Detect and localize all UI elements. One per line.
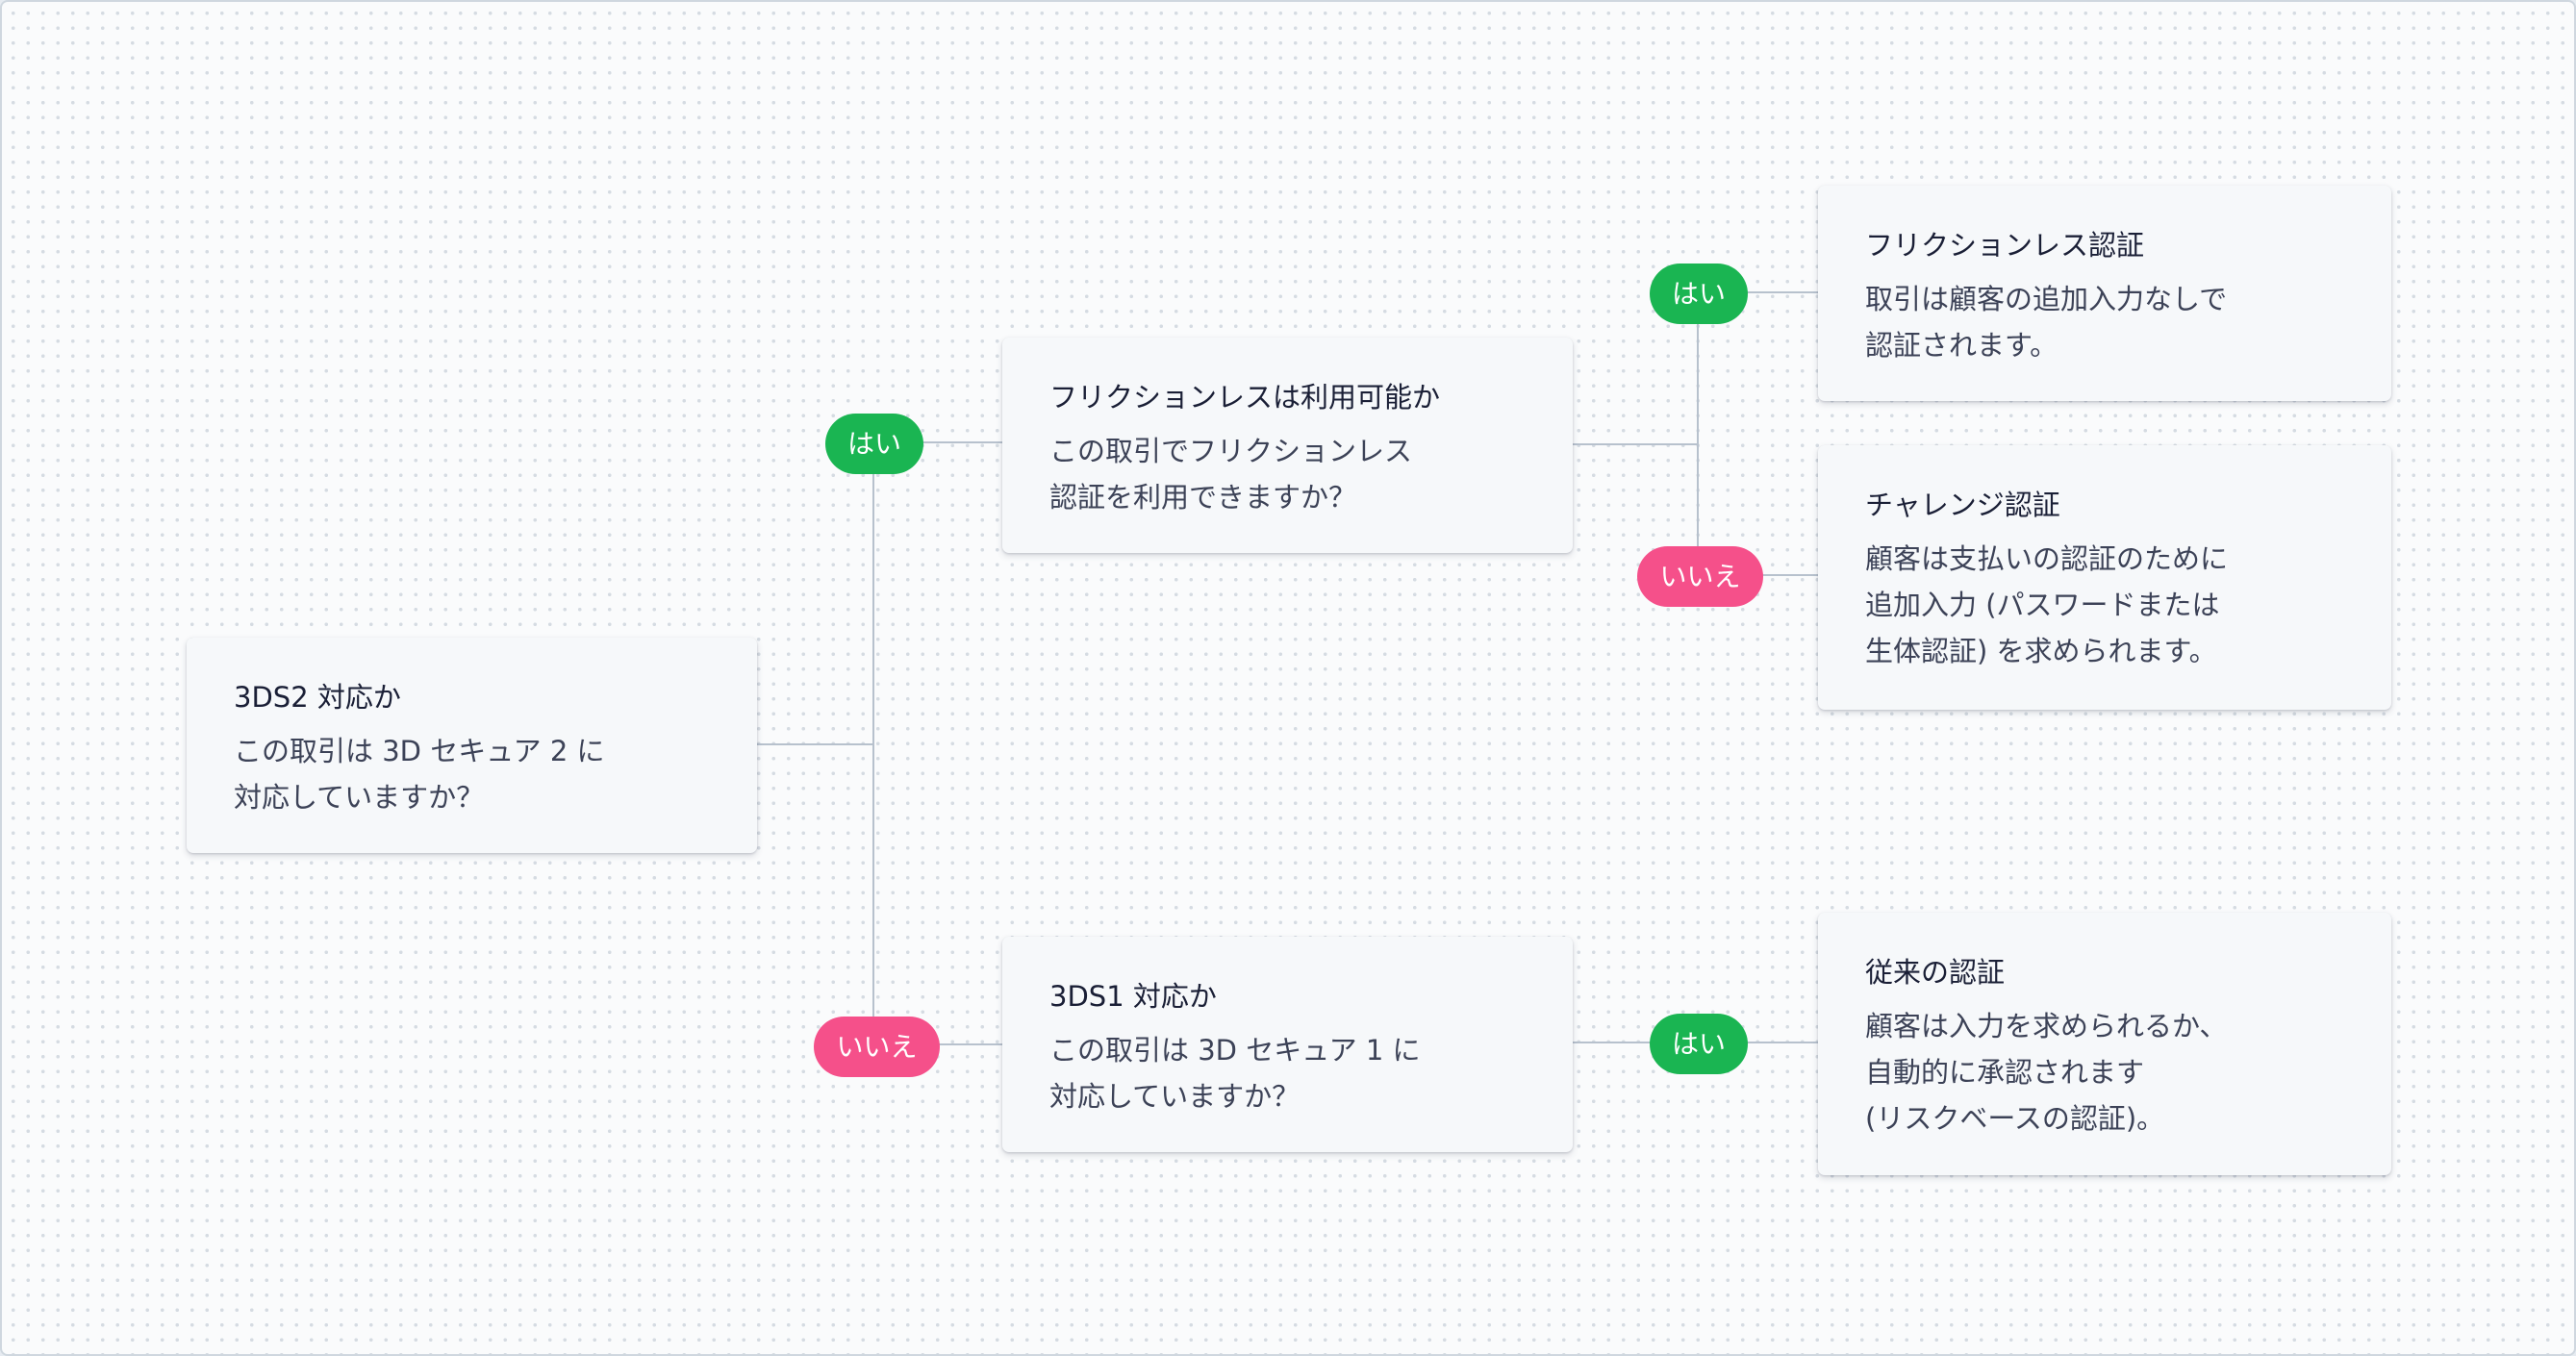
node-title: 従来の認証 [1865,956,2006,989]
node-title: フリクションレス認証 [1865,229,2145,262]
node-description: 顧客は支払いの認証のために 追加入力 (パスワードまたは 生体認証) を求められ… [1865,542,2229,667]
no-badge-frictionless: いいえ [1637,546,1763,607]
node-challenge-auth[interactable]: チャレンジ認証 顧客は支払いの認証のために 追加入力 (パスワードまたは 生体認… [1818,445,2391,710]
node-title: チャレンジ認証 [1865,489,2060,521]
node-3ds2-check[interactable]: 3DS2 対応か この取引は 3D セキュア 2 に 対応していますか？ [187,638,757,853]
node-frictionless-auth[interactable]: フリクションレス認証 取引は顧客の追加入力なしで 認証されます。 [1818,186,2391,401]
yes-badge-3ds1: はい [1650,1014,1748,1074]
node-description: この取引でフリクションレス 認証を利用できますか？ [1049,435,1413,514]
yes-badge-3ds2: はい [825,414,923,474]
node-description: この取引は 3D セキュア 2 に 対応していますか？ [234,735,605,814]
node-description: 取引は顧客の追加入力なしで 認証されます。 [1865,283,2228,362]
node-title: 3DS1 対応か [1049,980,1217,1013]
node-description: この取引は 3D セキュア 1 に 対応していますか？ [1049,1034,1421,1113]
node-title: 3DS2 対応か [234,681,401,714]
node-legacy-auth[interactable]: 従来の認証 顧客は入力を求められるか、 自動的に承認されます (リスクベースの認… [1818,913,2391,1175]
yes-badge-frictionless: はい [1650,264,1748,324]
node-description: 顧客は入力を求められるか、 自動的に承認されます (リスクベースの認証)。 [1865,1010,2228,1135]
no-badge-3ds2: いいえ [814,1017,940,1077]
node-3ds1-check[interactable]: 3DS1 対応か この取引は 3D セキュア 1 に 対応していますか？ [1002,937,1573,1152]
node-frictionless-check[interactable]: フリクションレスは利用可能か この取引でフリクションレス 認証を利用できますか？ [1002,338,1573,553]
node-title: フリクションレスは利用可能か [1049,381,1441,414]
